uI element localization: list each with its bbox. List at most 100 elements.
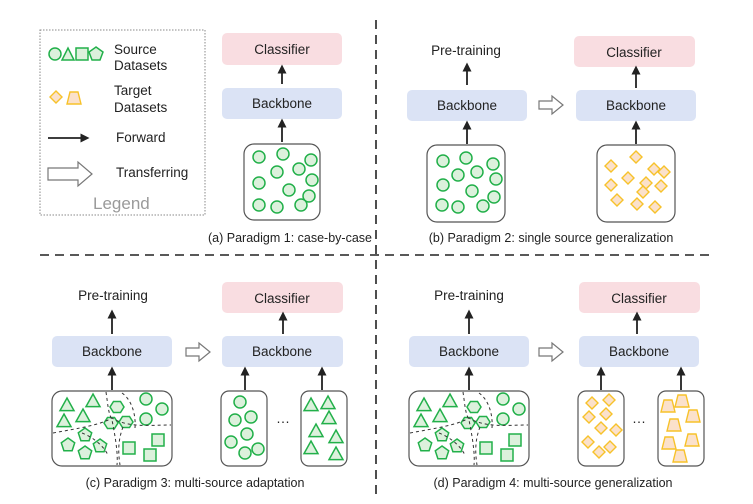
source-circle: [302, 189, 316, 203]
target-diamond: [657, 165, 671, 179]
split-line: [81, 432, 109, 456]
classifier-label: Classifier: [254, 42, 310, 57]
source-triangle: [415, 396, 433, 412]
source-circle: [476, 199, 490, 213]
target-diamond: [594, 421, 608, 435]
source-pentagon: [77, 445, 93, 460]
backbone-label: Backbone: [439, 344, 499, 359]
target-shapes-icon: [49, 90, 82, 105]
source-circle: [252, 176, 266, 190]
legend: Source Datasets Target Datasets Forward …: [39, 29, 206, 216]
target-trapezoid: [672, 449, 688, 463]
target-diamond: [604, 178, 618, 192]
panel-c-caption: (c) Paradigm 3: multi-source adaptation: [86, 476, 305, 490]
source-circle: [252, 198, 266, 212]
split-line: [121, 392, 136, 429]
source-shapes-icon: [48, 46, 104, 61]
source-circle: [238, 446, 252, 460]
legend-title: Legend: [93, 194, 150, 213]
target-trapezoid: [661, 436, 677, 450]
split-line: [52, 417, 172, 434]
legend-source-label-1: Source: [114, 42, 157, 57]
source-circle: [251, 442, 265, 456]
target-trapezoid: [685, 409, 701, 423]
source-circle: [489, 172, 503, 186]
source-hexagon: [109, 400, 125, 414]
source-circle: [465, 184, 479, 198]
target-diamond: [599, 407, 613, 421]
backbone-box-pretrain: [407, 90, 527, 121]
source-circles: [224, 395, 265, 460]
source-circle: [436, 154, 450, 168]
source-pentagon: [60, 437, 76, 452]
target-diamond: [647, 162, 661, 176]
legend-forward-label: Forward: [116, 130, 166, 145]
source-triangle: [320, 409, 338, 425]
split-line: [478, 392, 493, 429]
target-diamond: [585, 396, 599, 410]
target-diamond: [604, 159, 618, 173]
classifier-label: Classifier: [606, 45, 662, 60]
target-diamond: [629, 150, 643, 164]
pretraining-label: Pre-training: [78, 288, 148, 303]
backbone-label: Backbone: [609, 344, 669, 359]
transfer-arrow-icon: [47, 160, 93, 188]
panel-b-caption: (b) Paradigm 2: single source generaliza…: [429, 231, 674, 245]
source-pentagon: [417, 437, 433, 452]
multi-source-shapes: [52, 391, 172, 466]
target-diamond: [636, 185, 650, 199]
ellipsis: ···: [632, 414, 646, 429]
source-circle: [228, 413, 242, 427]
source-pentagon: [77, 427, 93, 442]
target-diamond: [602, 393, 616, 407]
target-diamond: [603, 440, 617, 454]
classifier-box: [574, 36, 695, 67]
legend-border: [39, 29, 206, 216]
backbone-box-pretrain: [52, 336, 172, 367]
source-circle: [435, 198, 449, 212]
target-trapezoid: [666, 418, 682, 432]
legend-target-label-1: Target: [114, 83, 152, 98]
source-circle: [139, 412, 153, 426]
target-trapezoid: [684, 433, 700, 447]
target-diamond: [592, 445, 606, 459]
source-square: [151, 433, 165, 447]
backbone-box-finetune: [576, 90, 696, 121]
target-diamond: [630, 197, 644, 211]
source-circle: [496, 412, 510, 426]
panel-d: Pre-training Backbone Classifier Backbon…: [408, 282, 705, 490]
source-square: [508, 433, 522, 447]
source-circle: [282, 183, 296, 197]
source-square: [143, 448, 157, 462]
classifier-label: Classifier: [254, 291, 310, 306]
source-square: [479, 441, 493, 455]
source-pentagon: [434, 427, 450, 442]
source-circle: [436, 178, 450, 192]
source-circle: [270, 200, 284, 214]
source-circle: [486, 157, 500, 171]
source-circle: [470, 165, 484, 179]
target-diamond: [609, 423, 623, 437]
source-triangle: [302, 439, 320, 455]
source-circle: [244, 410, 258, 424]
target-diamond: [621, 171, 635, 185]
target-trapezoid: [660, 399, 676, 413]
source-circle: [240, 427, 254, 441]
source-circle: [233, 395, 247, 409]
source-triangle: [55, 412, 73, 428]
target-trapezoids: [660, 394, 701, 463]
source-circle: [451, 168, 465, 182]
source-hexagon: [118, 415, 134, 429]
source-circle: [294, 198, 308, 212]
source-triangle: [327, 428, 345, 444]
target-diamond: [581, 435, 595, 449]
panel-a-caption: (a) Paradigm 1: case-by-case: [208, 231, 372, 245]
classifier-label: Classifier: [611, 291, 667, 306]
target-diamond: [648, 200, 662, 214]
source-circles: [435, 151, 503, 214]
source-triangle: [84, 392, 102, 408]
backbone-label: Backbone: [252, 344, 312, 359]
source-triangle: [431, 407, 449, 423]
split-line: [409, 417, 529, 434]
